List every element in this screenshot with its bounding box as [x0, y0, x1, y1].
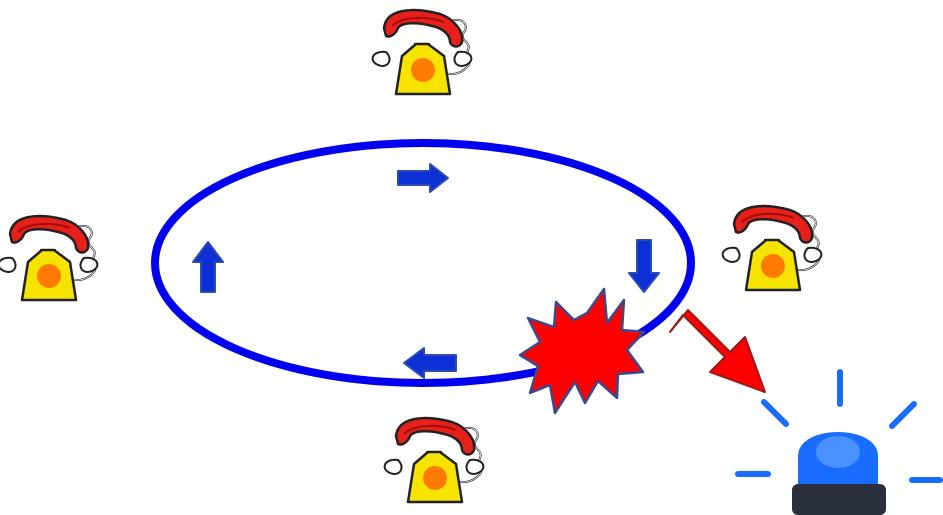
telephone-icon [371, 8, 473, 96]
telephone-icon [0, 214, 99, 302]
diagonal-arrow-icon [669, 309, 766, 393]
ring-network-loop [151, 139, 695, 387]
flow-arrow-right-icon [397, 163, 449, 193]
flow-arrow-left-icon [403, 347, 457, 379]
flow-arrow-down-icon [628, 239, 660, 293]
telephone-icon [721, 204, 823, 292]
flow-arrow-up-icon [192, 241, 224, 293]
siren-alarm-icon [735, 369, 943, 515]
telephone-icon [383, 416, 485, 504]
flow-arrows [192, 163, 660, 379]
explosion-burst-icon [518, 287, 646, 415]
